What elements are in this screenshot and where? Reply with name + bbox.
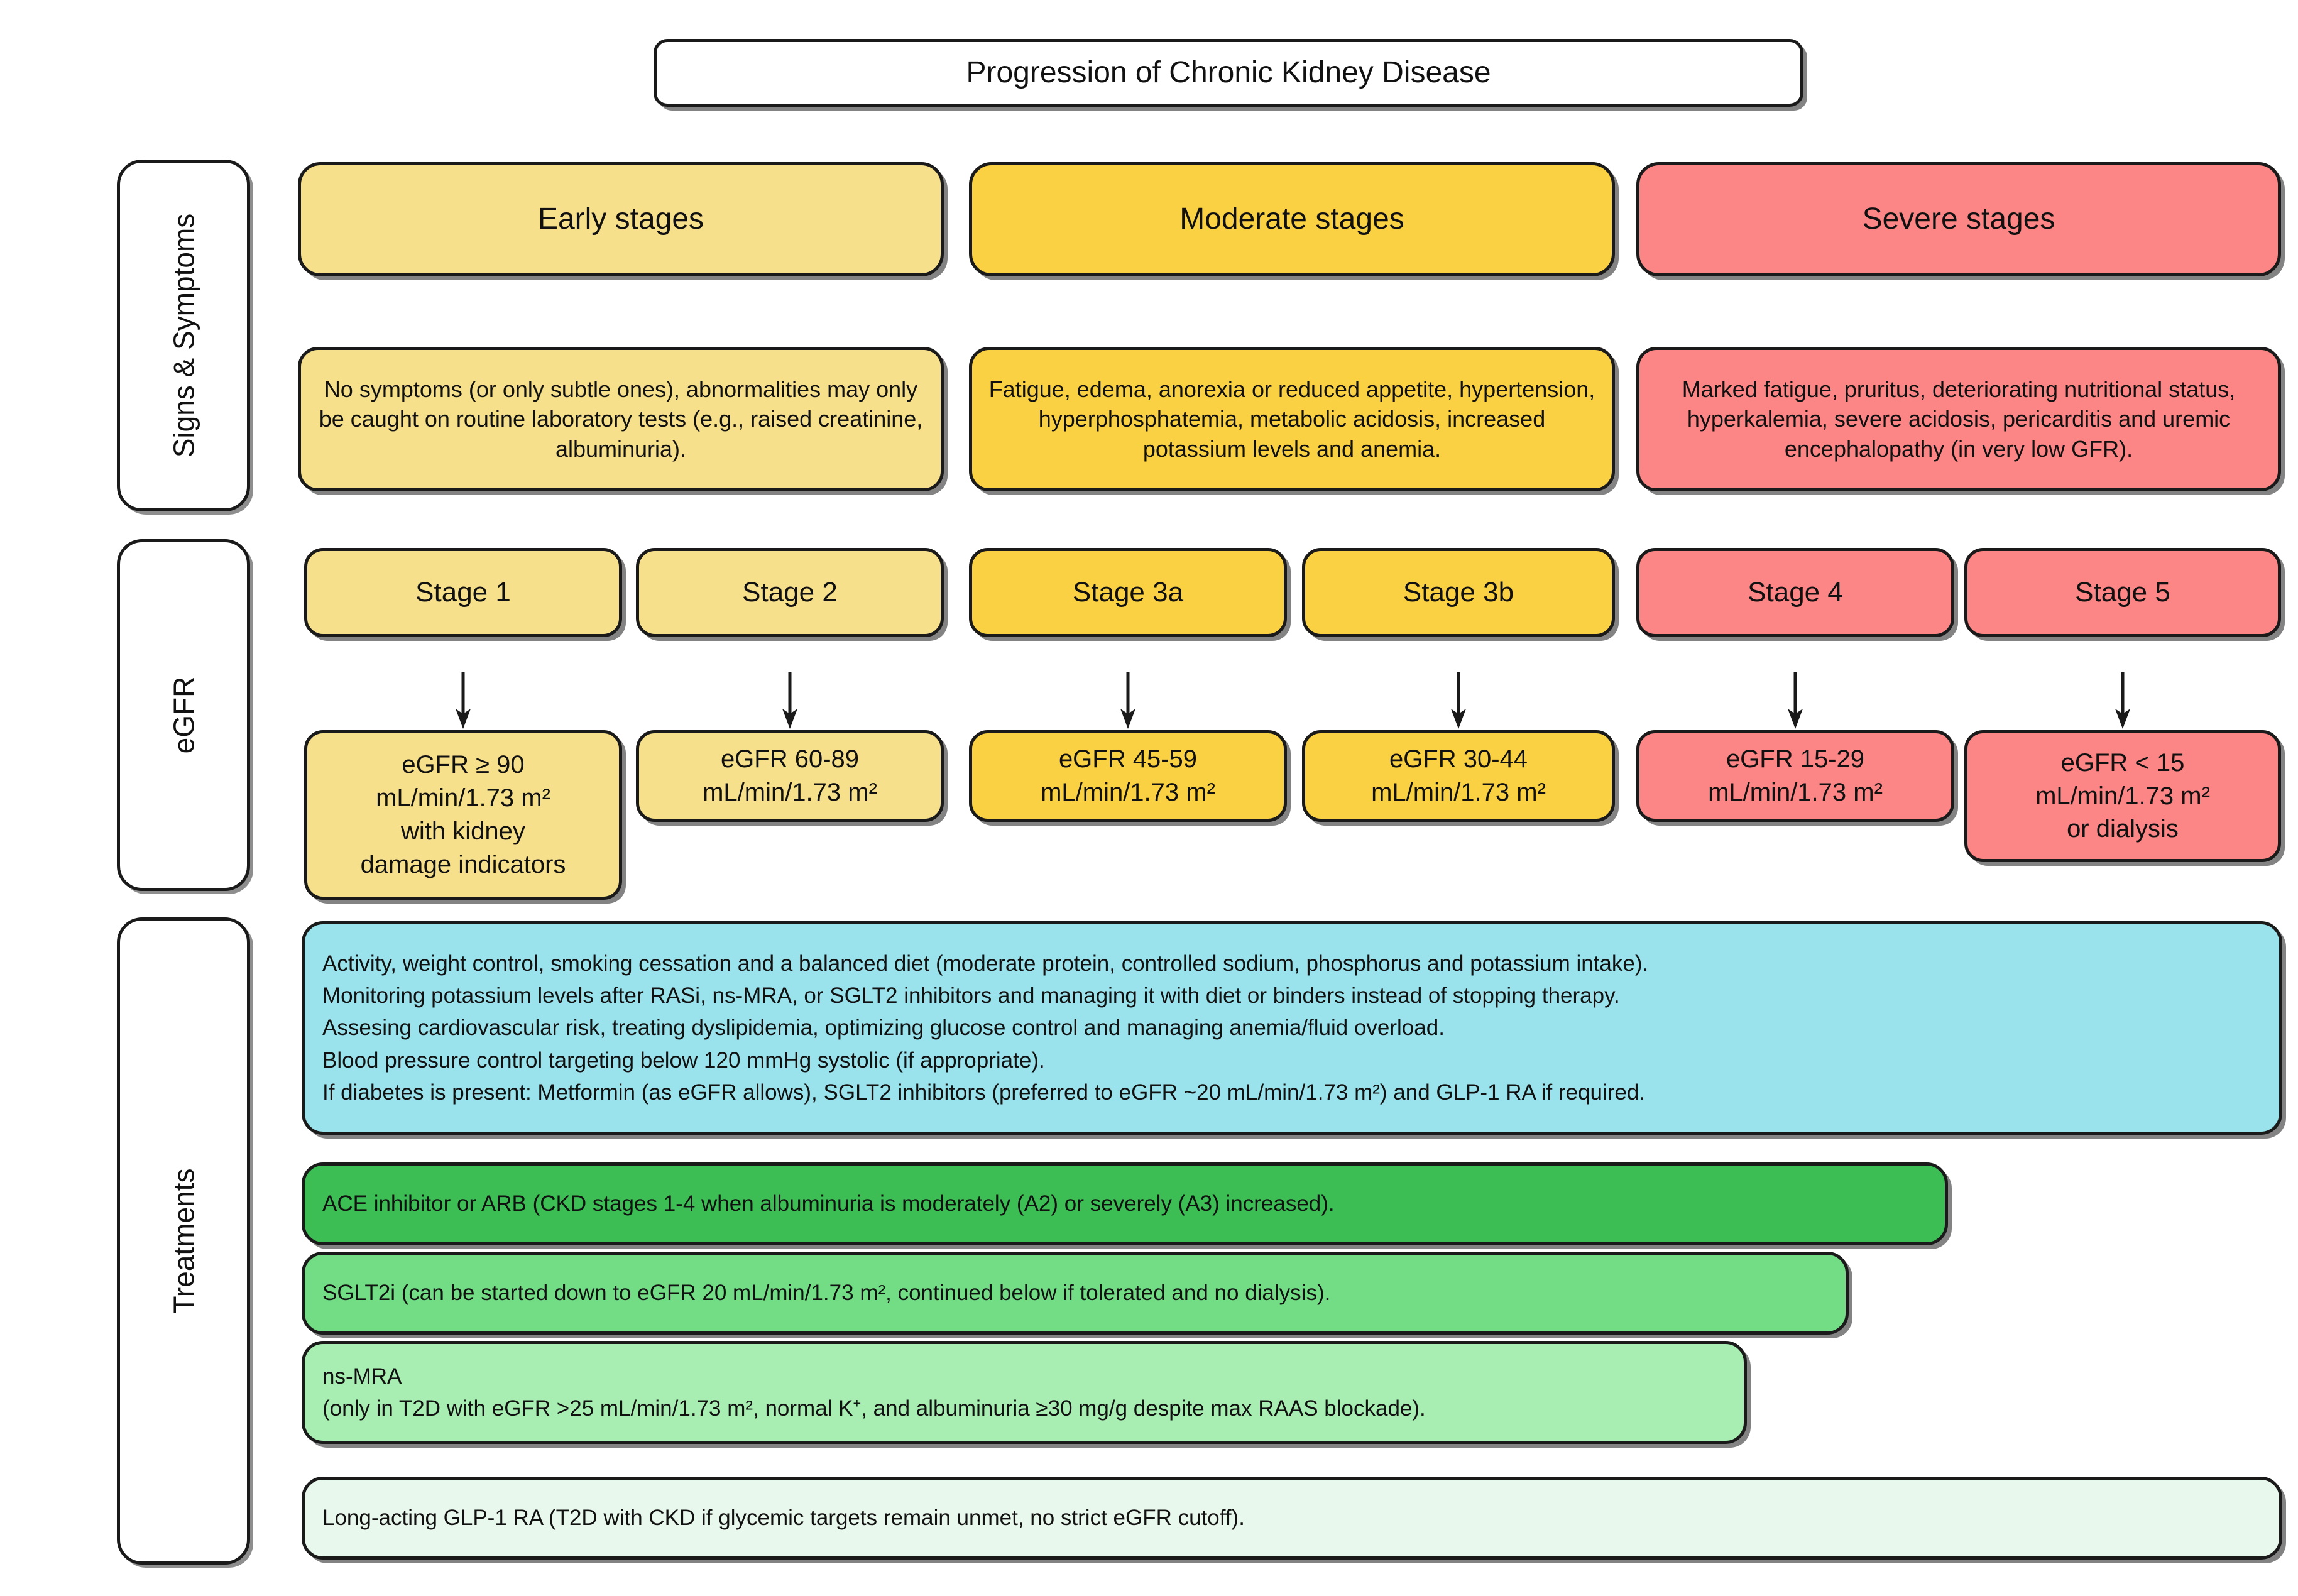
egfr-value-stage-2: eGFR 60-89 mL/min/1.73 m² <box>703 745 877 806</box>
egfr-box-stage-3b: eGFR 30-44 mL/min/1.73 m² <box>1302 730 1615 822</box>
stage-label-3a: Stage 3a <box>1072 576 1184 608</box>
ns-mra-line-1: ns-MRA <box>322 1364 402 1389</box>
severity-band-severe-label: Severe stages <box>1862 202 2055 236</box>
treatment-text-general: Activity, weight control, smoking cessat… <box>322 951 1649 1105</box>
treatment-text-sglt2i: SGLT2i (can be started down to eGFR 20 m… <box>322 1281 1331 1306</box>
ns-mra-line-2-part-a: (only in T2D with eGFR >25 mL/min/1.73 m… <box>322 1396 853 1421</box>
severity-band-moderate-label: Moderate stages <box>1179 202 1404 236</box>
stage-chip-1: Stage 1 <box>304 548 622 637</box>
symptoms-box-early: No symptoms (or only subtle ones), abnor… <box>298 347 944 491</box>
treatment-box-sglt2i: SGLT2i (can be started down to eGFR 20 m… <box>302 1252 1849 1335</box>
row-label-signs-symptoms: Signs & Symptoms <box>117 160 250 511</box>
row-label-egfr-text: eGFR <box>167 676 200 754</box>
egfr-value-stage-5: eGFR < 15 mL/min/1.73 m² or dialysis <box>2035 748 2210 843</box>
stage-chip-3a: Stage 3a <box>969 548 1287 637</box>
treatment-box-general: Activity, weight control, smoking cessat… <box>302 921 2282 1135</box>
arrow-down-icon <box>1109 672 1147 729</box>
stage-chip-5: Stage 5 <box>1964 548 2281 637</box>
egfr-box-stage-5: eGFR < 15 mL/min/1.73 m² or dialysis <box>1964 730 2281 862</box>
stage-label-2: Stage 2 <box>742 576 838 608</box>
arrow-down-icon <box>1440 672 1477 729</box>
symptoms-text-severe: Marked fatigue, pruritus, deteriorating … <box>1682 376 2236 462</box>
egfr-box-stage-3a: eGFR 45-59 mL/min/1.73 m² <box>969 730 1287 822</box>
stage-label-1: Stage 1 <box>415 576 511 608</box>
row-label-treatments-text: Treatments <box>167 1168 200 1314</box>
diagram-title: Progression of Chronic Kidney Disease <box>654 39 1803 107</box>
egfr-value-stage-1: eGFR ≥ 90 mL/min/1.73 m² with kidney dam… <box>360 751 566 878</box>
stage-chip-3b: Stage 3b <box>1302 548 1615 637</box>
stage-label-3b: Stage 3b <box>1403 576 1514 608</box>
egfr-box-stage-4: eGFR 15-29 mL/min/1.73 m² <box>1636 730 1954 822</box>
treatment-box-ace-arb: ACE inhibitor or ARB (CKD stages 1-4 whe… <box>302 1162 1948 1245</box>
egfr-box-stage-1: eGFR ≥ 90 mL/min/1.73 m² with kidney dam… <box>304 730 622 900</box>
treatment-box-ns-mra: ns-MRA (only in T2D with eGFR >25 mL/min… <box>302 1341 1747 1444</box>
stage-chip-2: Stage 2 <box>636 548 944 637</box>
egfr-value-stage-4: eGFR 15-29 mL/min/1.73 m² <box>1708 745 1883 806</box>
arrow-down-icon <box>444 672 482 729</box>
page-title: Progression of Chronic Kidney Disease <box>966 56 1491 90</box>
ns-mra-line-2-part-b: , and albuminuria ≥30 mg/g despite max R… <box>861 1396 1426 1421</box>
stage-label-5: Stage 5 <box>2075 576 2170 608</box>
treatment-text-ace-arb: ACE inhibitor or ARB (CKD stages 1-4 whe… <box>322 1191 1335 1216</box>
row-label-egfr: eGFR <box>117 539 250 891</box>
row-label-signs-symptoms-text: Signs & Symptoms <box>167 213 200 458</box>
symptoms-text-early: No symptoms (or only subtle ones), abnor… <box>319 376 923 462</box>
treatment-text-ns-mra: ns-MRA (only in T2D with eGFR >25 mL/min… <box>322 1360 1426 1424</box>
row-label-treatments: Treatments <box>117 917 250 1565</box>
severity-band-severe: Severe stages <box>1636 162 2281 276</box>
egfr-box-stage-2: eGFR 60-89 mL/min/1.73 m² <box>636 730 944 822</box>
arrow-down-icon <box>1776 672 1814 729</box>
stage-label-4: Stage 4 <box>1748 576 1843 608</box>
symptoms-box-severe: Marked fatigue, pruritus, deteriorating … <box>1636 347 2281 491</box>
severity-band-early: Early stages <box>298 162 944 276</box>
arrow-down-icon <box>771 672 809 729</box>
symptoms-box-moderate: Fatigue, edema, anorexia or reduced appe… <box>969 347 1615 491</box>
treatment-text-glp1-ra: Long-acting GLP-1 RA (T2D with CKD if gl… <box>322 1506 1245 1531</box>
stage-chip-4: Stage 4 <box>1636 548 1954 637</box>
severity-band-early-label: Early stages <box>537 202 704 236</box>
symptoms-text-moderate: Fatigue, edema, anorexia or reduced appe… <box>988 376 1595 462</box>
egfr-value-stage-3a: eGFR 45-59 mL/min/1.73 m² <box>1041 745 1215 806</box>
egfr-value-stage-3b: eGFR 30-44 mL/min/1.73 m² <box>1371 745 1546 806</box>
arrow-down-icon <box>2104 672 2142 729</box>
severity-band-moderate: Moderate stages <box>969 162 1615 276</box>
potassium-plus-superscript: + <box>853 1395 862 1411</box>
treatment-box-glp1-ra: Long-acting GLP-1 RA (T2D with CKD if gl… <box>302 1477 2282 1560</box>
